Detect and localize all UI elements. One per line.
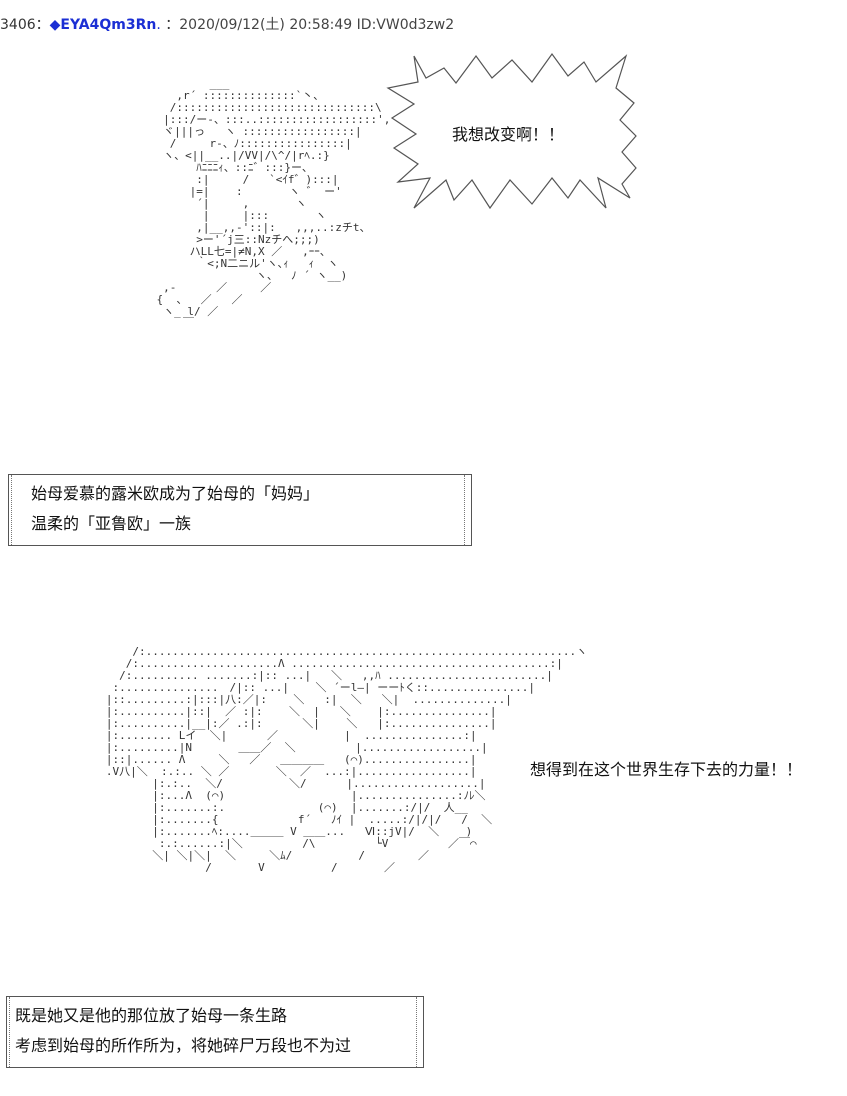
post-separator: ： — [35, 17, 50, 33]
date-separator: ： — [165, 17, 180, 33]
post-id: ID:VW0d3zw2 — [356, 17, 455, 33]
box-edge-left — [11, 475, 18, 545]
box-edge-left — [9, 997, 16, 1067]
post-number[interactable]: 3406 — [0, 17, 36, 33]
shout-text: 我想改变啊！！ — [452, 125, 565, 144]
post-datetime: 2020/09/12(土) 20:58:49 — [179, 17, 353, 33]
speech-burst — [386, 52, 637, 210]
ascii-art-character-2: /:......................................… — [105, 645, 588, 874]
post-header: 3406：◆EYA4Qm3Rn. ：2020/09/12(土) 20:58:49… — [0, 14, 454, 34]
narration-line: 考虑到始母的所作所为，将她碎尸万段也不为过 — [15, 1036, 352, 1055]
trip-suffix: . — [156, 17, 161, 33]
narration-line: 温柔的「亚鲁欧」一族 — [31, 514, 192, 533]
narration-box-2: 既是她又是他的那位放了始母一条生路 考虑到始母的所作所为，将她碎尸万段也不为过 — [6, 996, 424, 1068]
narration-line: 始母爱慕的露米欧成为了始母的「妈妈」 — [31, 484, 320, 503]
narration-line: 既是她又是他的那位放了始母一条生路 — [15, 1006, 288, 1025]
box-edge-right — [410, 997, 417, 1067]
diamond-icon: ◆ — [49, 17, 61, 33]
narration-box-1: 始母爱慕的露米欧成为了始母的「妈妈」 温柔的「亚鲁欧」一族 — [8, 474, 472, 546]
poster-name: EYA4Qm3Rn — [60, 17, 157, 33]
box-edge-right — [458, 475, 465, 545]
speech-text-2: 想得到在这个世界生存下去的力量！！ — [530, 760, 803, 779]
ascii-art-character-1: ___ ,r´ ::::::::::::::`丶、 /:::::::::::::… — [156, 77, 391, 330]
